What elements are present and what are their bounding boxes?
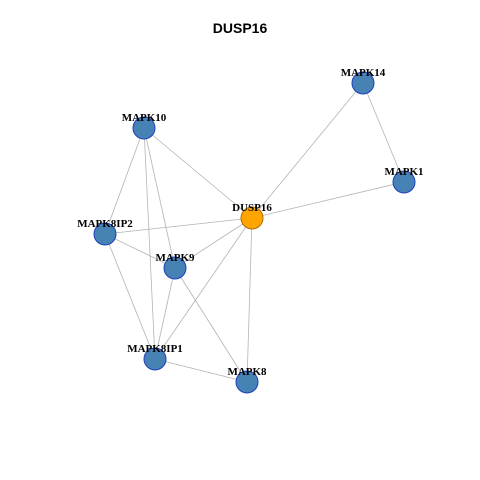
node-circle-mapk8ip2 [93, 222, 117, 246]
edge-mapk14-mapk1 [362, 82, 405, 183]
node-label-mapk14: MAPK14 [341, 67, 386, 79]
node-label-dusp16: DUSP16 [232, 202, 272, 214]
node-circle-mapk9 [163, 256, 187, 280]
edge-mapk10-mapk8ip1 [143, 127, 156, 360]
edge-dusp16-mapk10 [143, 127, 253, 219]
edge-dusp16-mapk1 [251, 181, 405, 219]
node-mapk8ip1: MAPK8IP1 [127, 343, 183, 371]
edge-mapk10-mapk9 [143, 127, 176, 269]
edge-dusp16-mapk8ip1 [154, 217, 253, 360]
edge-dusp16-mapk14 [251, 82, 364, 219]
node-dusp16: DUSP16 [232, 202, 272, 230]
node-mapk8: MAPK8 [227, 366, 267, 394]
edge-dusp16-mapk9 [174, 217, 253, 269]
node-circle-dusp16 [240, 206, 264, 230]
node-circle-mapk8ip1 [143, 347, 167, 371]
node-mapk14: MAPK14 [341, 67, 386, 95]
node-label-mapk1: MAPK1 [384, 166, 423, 178]
node-circle-mapk8 [235, 370, 259, 394]
node-circle-mapk10 [132, 116, 156, 140]
node-label-mapk9: MAPK9 [155, 252, 195, 264]
graph-title: DUSP16 [212, 20, 268, 36]
node-label-mapk8ip1: MAPK8IP1 [127, 343, 183, 355]
edge-mapk8ip2-mapk9 [104, 233, 176, 269]
edges-layer [104, 82, 405, 383]
edge-mapk9-mapk8 [174, 267, 248, 383]
edge-mapk9-mapk8ip1 [154, 267, 176, 360]
edge-mapk10-mapk8ip2 [104, 127, 145, 235]
node-circle-mapk14 [351, 71, 375, 95]
node-mapk8ip2: MAPK8IP2 [77, 218, 133, 246]
node-label-mapk8: MAPK8 [227, 366, 267, 378]
node-mapk9: MAPK9 [155, 252, 195, 280]
edge-mapk8ip1-mapk8 [154, 358, 248, 383]
edge-dusp16-mapk8 [246, 217, 253, 383]
node-mapk1: MAPK1 [384, 166, 424, 194]
edge-dusp16-mapk8ip2 [104, 217, 253, 235]
node-mapk10: MAPK10 [122, 112, 167, 140]
edge-mapk8ip2-mapk8ip1 [104, 233, 156, 360]
node-circle-mapk1 [392, 170, 416, 194]
node-label-mapk10: MAPK10 [122, 112, 167, 124]
node-label-mapk8ip2: MAPK8IP2 [77, 218, 133, 230]
